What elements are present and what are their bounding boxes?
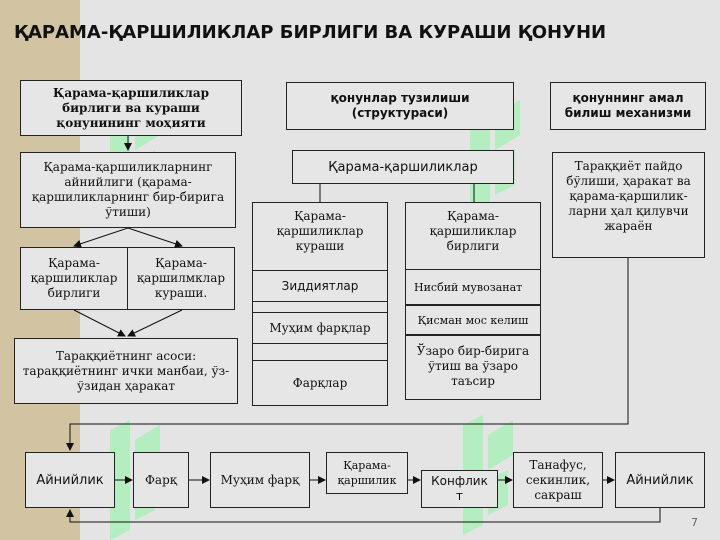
flow-step-leap: Танафус, секинлик, сакраш: [513, 452, 603, 508]
struggle-item-differences: Фарқлар: [252, 360, 388, 406]
flow-step-essential-difference: Муҳим фарқ: [210, 452, 310, 508]
page-number: 7: [691, 516, 698, 529]
struggle-box: Қарама-қаршилмклар кураши.: [127, 247, 235, 310]
development-source-box: Тараққиётнинг асоси: тараққиётнинг ички …: [14, 338, 238, 404]
slide-title: ҚАРАМА-ҚАРШИЛИКЛАР БИРЛИГИ ВА КУРАШИ ҚОН…: [14, 22, 607, 43]
flow-step-contradiction: Қарама-қаршилик: [326, 452, 408, 494]
essence-header-box: Қарама-қаршиликлар бирлиги ва кураши қон…: [20, 80, 242, 136]
flow-step-identity-start: Айнийлик: [25, 452, 115, 508]
struggle-item-essential-differences: Муҳим фарқлар: [252, 312, 388, 344]
unity-item-partial-match: Қисман мос келиш: [405, 305, 541, 335]
structure-header-box: қонунлар тузилиши (структураси): [286, 82, 514, 130]
unity-box: Қарама-қаршиликлар бирлиги: [20, 247, 128, 310]
unity-item-mutual-transition: Ўзаро бир-бирига ўтиш ва ўзаро таъсир: [405, 335, 541, 400]
struggle-item-contradictions: Зиддиятлар: [252, 270, 388, 302]
contradictions-root-box: Қарама-қаршиликлар: [292, 150, 514, 184]
flow-step-identity-end: Айнийлик: [615, 452, 705, 508]
mechanism-description-box: Тараққиёт пайдо бўлиши, ҳаракат ва қарам…: [552, 152, 705, 258]
flow-step-conflict: Конфлик т: [421, 470, 498, 508]
identity-definition-box: Қарама-қаршиликларнинг айнийлиги (қарама…: [20, 152, 236, 228]
unity-item-relative-balance: Нисбий мувозанат: [405, 269, 541, 305]
flow-step-difference: Фарқ: [133, 452, 189, 508]
mechanism-header-box: қонуннинг амал билиш механизми: [550, 82, 706, 130]
